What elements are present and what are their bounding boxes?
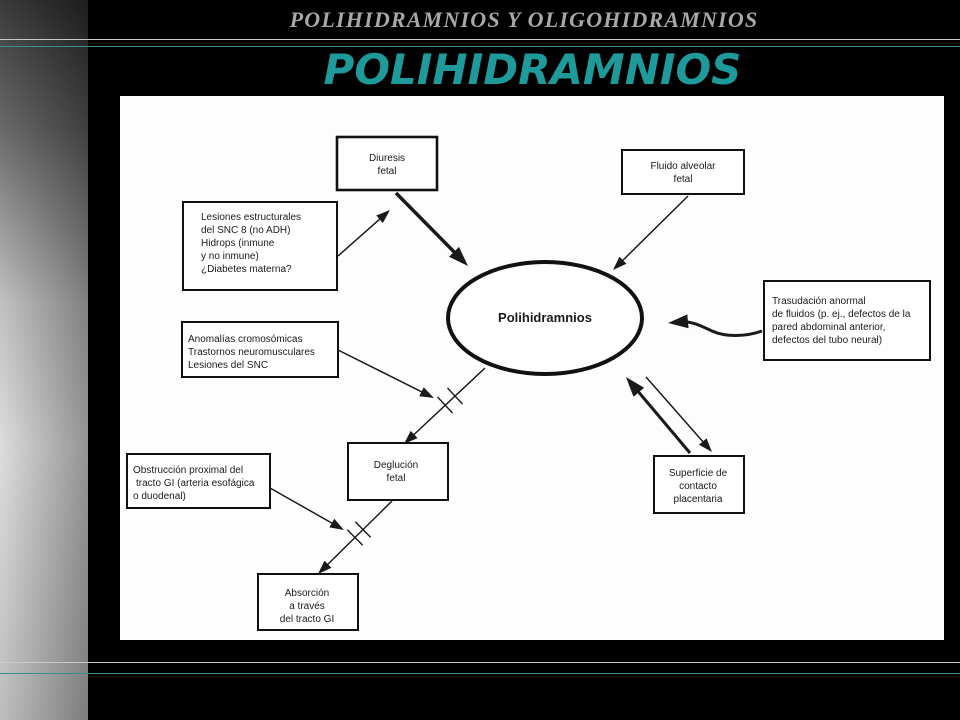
node-label-line: y no inmune) [201,251,259,262]
block-hatch-absorcion-1 [346,529,364,546]
node-label-line: Trastornos neuromusculares [188,347,315,358]
node-label-line: a través [289,601,325,612]
side-gradient-strip [0,0,88,720]
slide-header-title: POLIHIDRAMNIOS Y OLIGOHIDRAMNIOS [289,7,759,32]
polihidramnios-diagram: Polihidramnios Diuresis fetal Fluido alv… [126,135,931,631]
center-label: Polihidramnios [498,310,592,325]
node-label-line: fetal [387,473,406,484]
center-ellipse [446,260,644,376]
node-fluido-alveolar-fetal: Fluido alveolar fetal [621,149,745,195]
node-label-line: pared abdominal anterior, [772,322,885,333]
arrow-lesiones-to-diuresis [337,209,390,257]
node-anomalias: Anomalías cromosómicas Trastornos neurom… [181,321,339,378]
node-polihidramnios: Polihidramnios [446,260,644,376]
box-diuresis-fetal [335,135,439,192]
arrow-obstruccion-to-block [269,487,344,530]
node-label-line: Fluido alveolar [650,161,716,172]
node-label-line: Deglución [374,460,418,471]
node-label-line: Lesiones estructurales [201,212,301,223]
node-label-line: tracto GI (arteria esofágica [136,478,255,489]
node-label-line: Diuresis [369,153,405,164]
node-label-line: Anomalías cromosómicas [188,334,302,345]
box-absorcion-gi [257,573,359,631]
box-fluido-alveolar-fetal [621,149,745,195]
slide-main-title: POLIHIDRAMNIOS [323,45,742,94]
arrow-deglucion-to-absorcion [318,500,393,575]
node-trasudacion-anormal: Trasudación anormal de fluidos (p. ej., … [763,280,931,361]
node-label-line: o duodenal) [133,491,186,502]
node-lesiones-estructurales: Lesiones estructurales del SNC 8 (no ADH… [182,201,338,291]
footer-rule-teal [0,673,960,674]
arrow-fluido-to-polihidramnios [613,195,689,271]
arrow-polihidramnios-to-deglucion [403,367,486,444]
node-superficie-placentaria: Superficie de contacto placentaria [653,455,745,514]
node-label-line: del SNC 8 (no ADH) [201,225,290,236]
node-label-line: Obstrucción proximal del [133,465,243,476]
box-superficie-placentaria [653,455,745,514]
block-hatch-deglucion-2 [446,387,464,405]
node-label-line: Lesiones del SNC [188,360,268,371]
arrow-superficie-to-polihidramnios [625,377,692,454]
node-absorcion-gi: Absorción a través del tracto GI [257,573,359,631]
node-label-line: Hidrops (inmune [201,238,275,249]
node-label-line: placentaria [674,494,723,505]
box-lesiones-estructurales [182,201,338,291]
node-label-line: del tracto GI [280,614,334,625]
box-deglucion-fetal [347,442,449,501]
box-anomalias [181,321,339,378]
node-label-line: de fluidos (p. ej., defectos de la [772,309,911,320]
node-label-line: fetal [674,174,693,185]
arrow-diuresis-to-polihidramnios [394,191,469,267]
node-label-line: contacto [679,481,717,492]
node-deglucion-fetal: Deglución fetal [347,442,449,501]
arrow-polihidramnios-to-superficie [645,376,712,453]
arrow-trasudacion-to-polihidramnios [668,314,763,337]
node-label-line: fetal [378,166,397,177]
node-label-line: Trasudación anormal [772,296,866,307]
header-rule-light [0,39,960,40]
arrow-anomalias-to-block [337,349,434,398]
node-label-line: Superficie de [669,468,728,479]
footer-rule-light [0,662,960,663]
node-label-line: ¿Diabetes materna? [201,264,292,275]
diagram-panel: Polihidramnios Diuresis fetal Fluido alv… [120,96,944,640]
node-obstruccion-gi: Obstrucción proximal del tracto GI (arte… [126,453,271,509]
box-trasudacion-anormal [763,280,931,361]
box-obstruccion-gi [126,453,271,509]
node-label-line: defectos del tubo neural) [772,335,882,346]
node-label-line: Absorción [285,588,329,599]
node-diuresis-fetal: Diuresis fetal [335,135,439,192]
header-rule-teal [0,46,960,47]
block-hatch-deglucion-1 [436,396,454,414]
block-hatch-absorcion-2 [354,521,372,538]
